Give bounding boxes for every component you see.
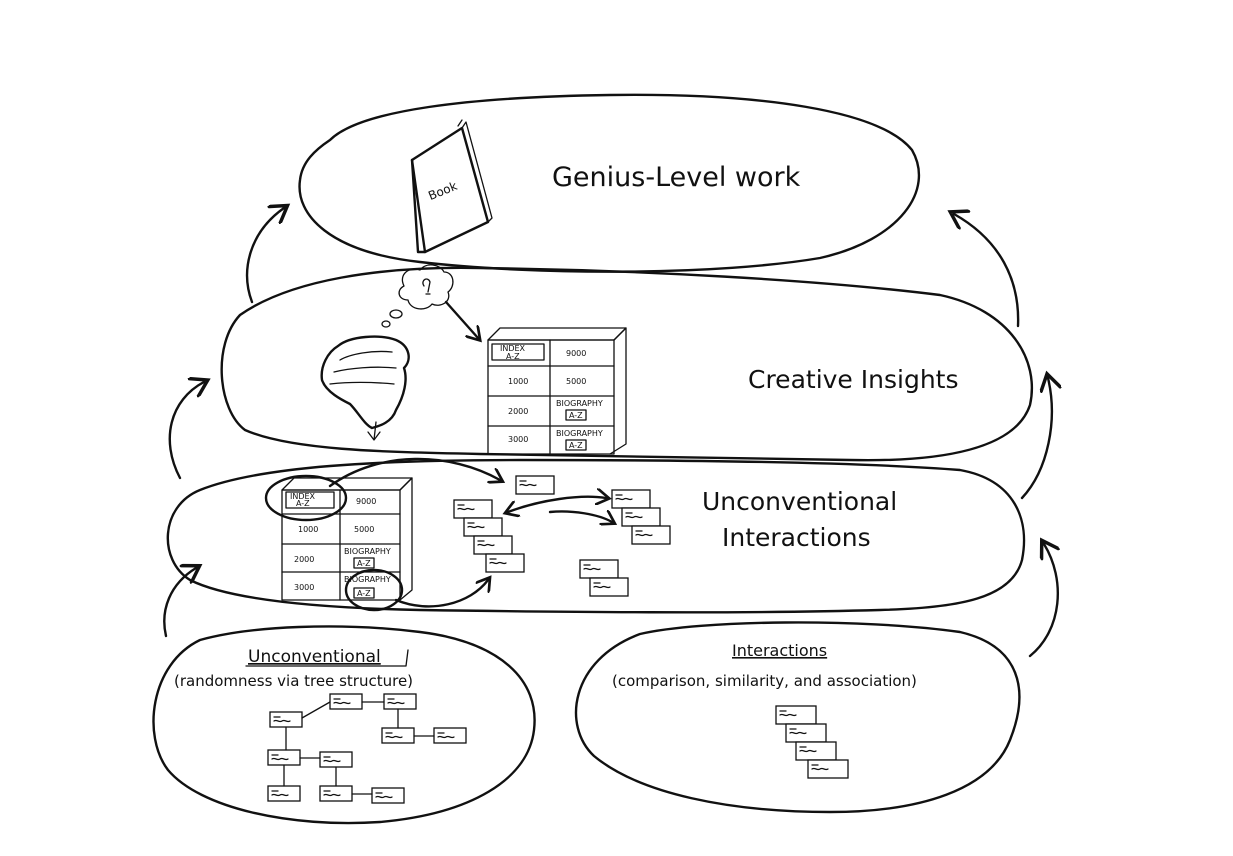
card-cluster bbox=[453, 475, 671, 597]
middle-card-6 bbox=[621, 507, 661, 527]
cabinet-bio-label-2: BIOGRAPHY bbox=[556, 429, 603, 438]
tree-card-3 bbox=[381, 727, 415, 744]
stack-card-0 bbox=[775, 705, 817, 725]
cabinet-cell-1000: 1000 bbox=[508, 377, 528, 386]
cabinet-bio-sub-2: A-Z bbox=[569, 441, 583, 450]
thought-bubble bbox=[381, 264, 478, 338]
tree-structure bbox=[267, 693, 467, 804]
stack-card-2 bbox=[795, 741, 837, 761]
middle-card-9 bbox=[589, 577, 629, 597]
middle-card-1 bbox=[463, 517, 503, 537]
cabinet-cell-5000: 5000 bbox=[566, 377, 586, 386]
lightbulb-icon bbox=[422, 278, 431, 295]
filing-cabinet-middle: INDEX A-Z 9000 1000 5000 2000 BIOGRAPHY … bbox=[264, 457, 500, 612]
cabinet-index-sub: A-Z bbox=[506, 352, 520, 361]
cabinet2-bio-label-2: BIOGRAPHY bbox=[344, 575, 391, 584]
cabinet2-bio-label: BIOGRAPHY bbox=[344, 547, 391, 556]
stack-card-3 bbox=[807, 759, 849, 779]
genius-level-bubble: Book Genius-Level work bbox=[298, 93, 921, 273]
tree-card-5 bbox=[267, 749, 301, 766]
cabinet-bio-label: BIOGRAPHY bbox=[556, 399, 603, 408]
middle-card-8 bbox=[579, 559, 619, 579]
filing-cabinet-top: INDEX A-Z 9000 1000 5000 2000 BIOGRAPHY … bbox=[487, 327, 627, 455]
book-icon: Book bbox=[410, 119, 493, 254]
cabinet2-index-sub: A-Z bbox=[296, 499, 310, 508]
interactions-title: Interactions bbox=[732, 641, 827, 660]
tree-card-0 bbox=[269, 711, 303, 728]
cabinet2-index-label: INDEX bbox=[290, 492, 316, 501]
middle-card-5 bbox=[611, 489, 651, 509]
middle-card-2 bbox=[473, 535, 513, 555]
creative-insights-label: Creative Insights bbox=[748, 365, 959, 394]
unconventional-bubble: Unconventional (randomness via tree stru… bbox=[152, 625, 536, 825]
middle-card-7 bbox=[631, 525, 671, 545]
cabinet2-cell-9000: 9000 bbox=[356, 497, 376, 506]
tree-card-6 bbox=[319, 751, 353, 768]
flow-arrows bbox=[163, 208, 1058, 658]
interactions-bubble: Interactions (comparison, similarity, an… bbox=[574, 621, 1021, 814]
unconventional-interactions-line2: Interactions bbox=[722, 523, 871, 552]
genius-level-label: Genius-Level work bbox=[552, 162, 801, 193]
middle-card-4 bbox=[515, 475, 555, 495]
cabinet2-cell-3000: 3000 bbox=[294, 583, 314, 592]
unconventional-subtitle: (randomness via tree structure) bbox=[174, 672, 413, 690]
tree-card-1 bbox=[329, 693, 363, 710]
tree-card-9 bbox=[371, 787, 405, 804]
unconventional-interactions-line1: Unconventional bbox=[702, 487, 897, 516]
tree-card-4 bbox=[433, 727, 467, 744]
unconventional-interactions-bubble: INDEX A-Z 9000 1000 5000 2000 BIOGRAPHY … bbox=[166, 457, 1026, 614]
unconventional-title: Unconventional bbox=[248, 647, 381, 667]
tree-links bbox=[283, 701, 435, 795]
cabinet-cell-2000: 2000 bbox=[508, 407, 528, 416]
stack-card-1 bbox=[785, 723, 827, 743]
middle-card-0 bbox=[453, 499, 493, 519]
cabinet2-cell-2000: 2000 bbox=[294, 555, 314, 564]
cabinet-index-label: INDEX bbox=[500, 344, 526, 353]
tree-card-7 bbox=[267, 785, 301, 802]
book-label: Book bbox=[426, 179, 459, 203]
middle-card-3 bbox=[485, 553, 525, 573]
cabinet2-bio-sub: A-Z bbox=[357, 559, 371, 568]
tree-card-2 bbox=[383, 693, 417, 710]
cabinet-bio-sub: A-Z bbox=[569, 411, 583, 420]
cabinet-cell-9000: 9000 bbox=[566, 349, 586, 358]
cabinet2-cell-1000: 1000 bbox=[298, 525, 318, 534]
interactions-subtitle: (comparison, similarity, and association… bbox=[612, 672, 917, 690]
cabinet-cell-3000: 3000 bbox=[508, 435, 528, 444]
stacked-cards bbox=[775, 705, 849, 779]
tree-card-8 bbox=[319, 785, 353, 802]
cabinet2-cell-5000: 5000 bbox=[354, 525, 374, 534]
creative-insights-bubble: INDEX A-Z 9000 1000 5000 2000 BIOGRAPHY … bbox=[220, 264, 1034, 462]
thinker-head-sketch bbox=[320, 335, 410, 441]
cabinet2-bio-sub-2: A-Z bbox=[357, 589, 371, 598]
